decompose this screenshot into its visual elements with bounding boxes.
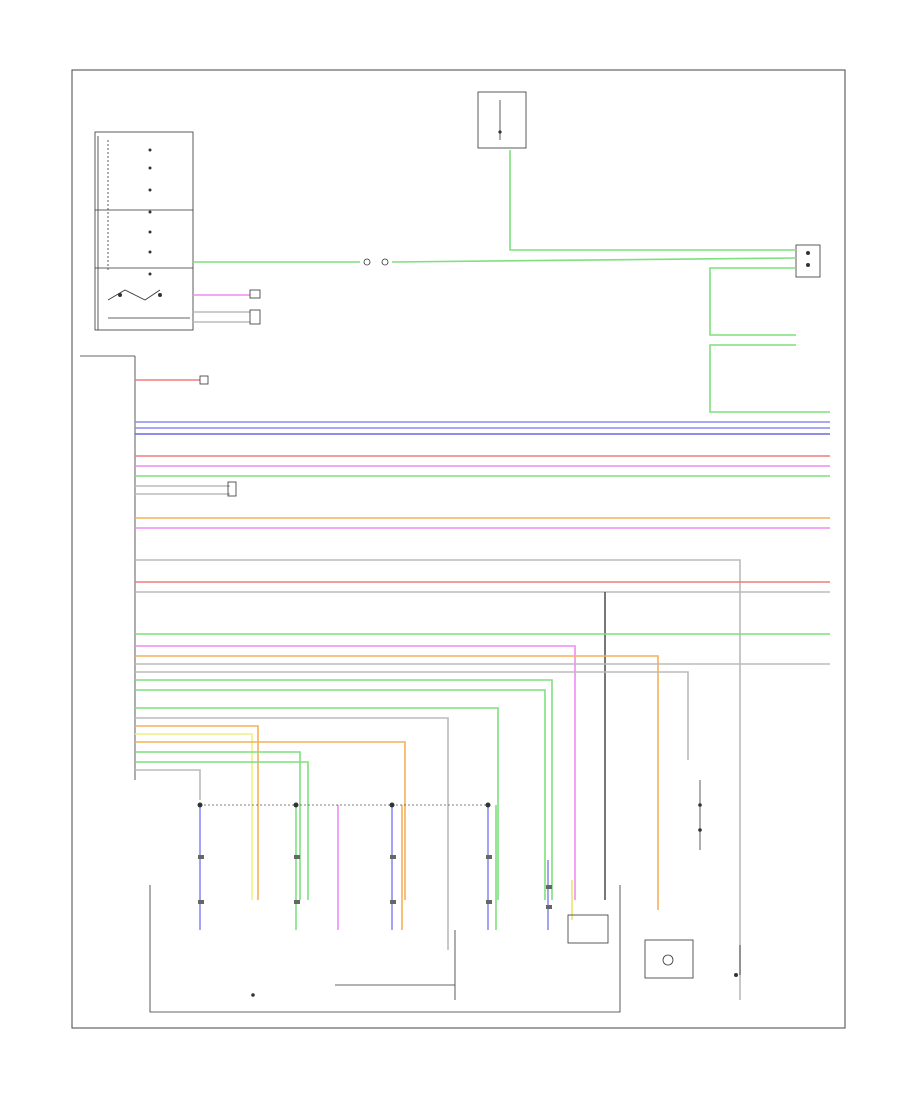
sensor-drop-wires (197, 802, 573, 930)
inline-connector (363, 258, 371, 266)
inline-connector (381, 258, 389, 266)
main-connector-left (80, 355, 136, 780)
drop-connector-marks (198, 855, 552, 909)
bottom-sensor-modules (149, 780, 741, 1013)
top-switch-box (477, 91, 527, 149)
top-green-wires (193, 150, 830, 413)
harness-wires (135, 375, 830, 1000)
diagram-frame (71, 69, 846, 1029)
right-connector (795, 244, 821, 278)
fuse-relay-box (94, 131, 194, 331)
